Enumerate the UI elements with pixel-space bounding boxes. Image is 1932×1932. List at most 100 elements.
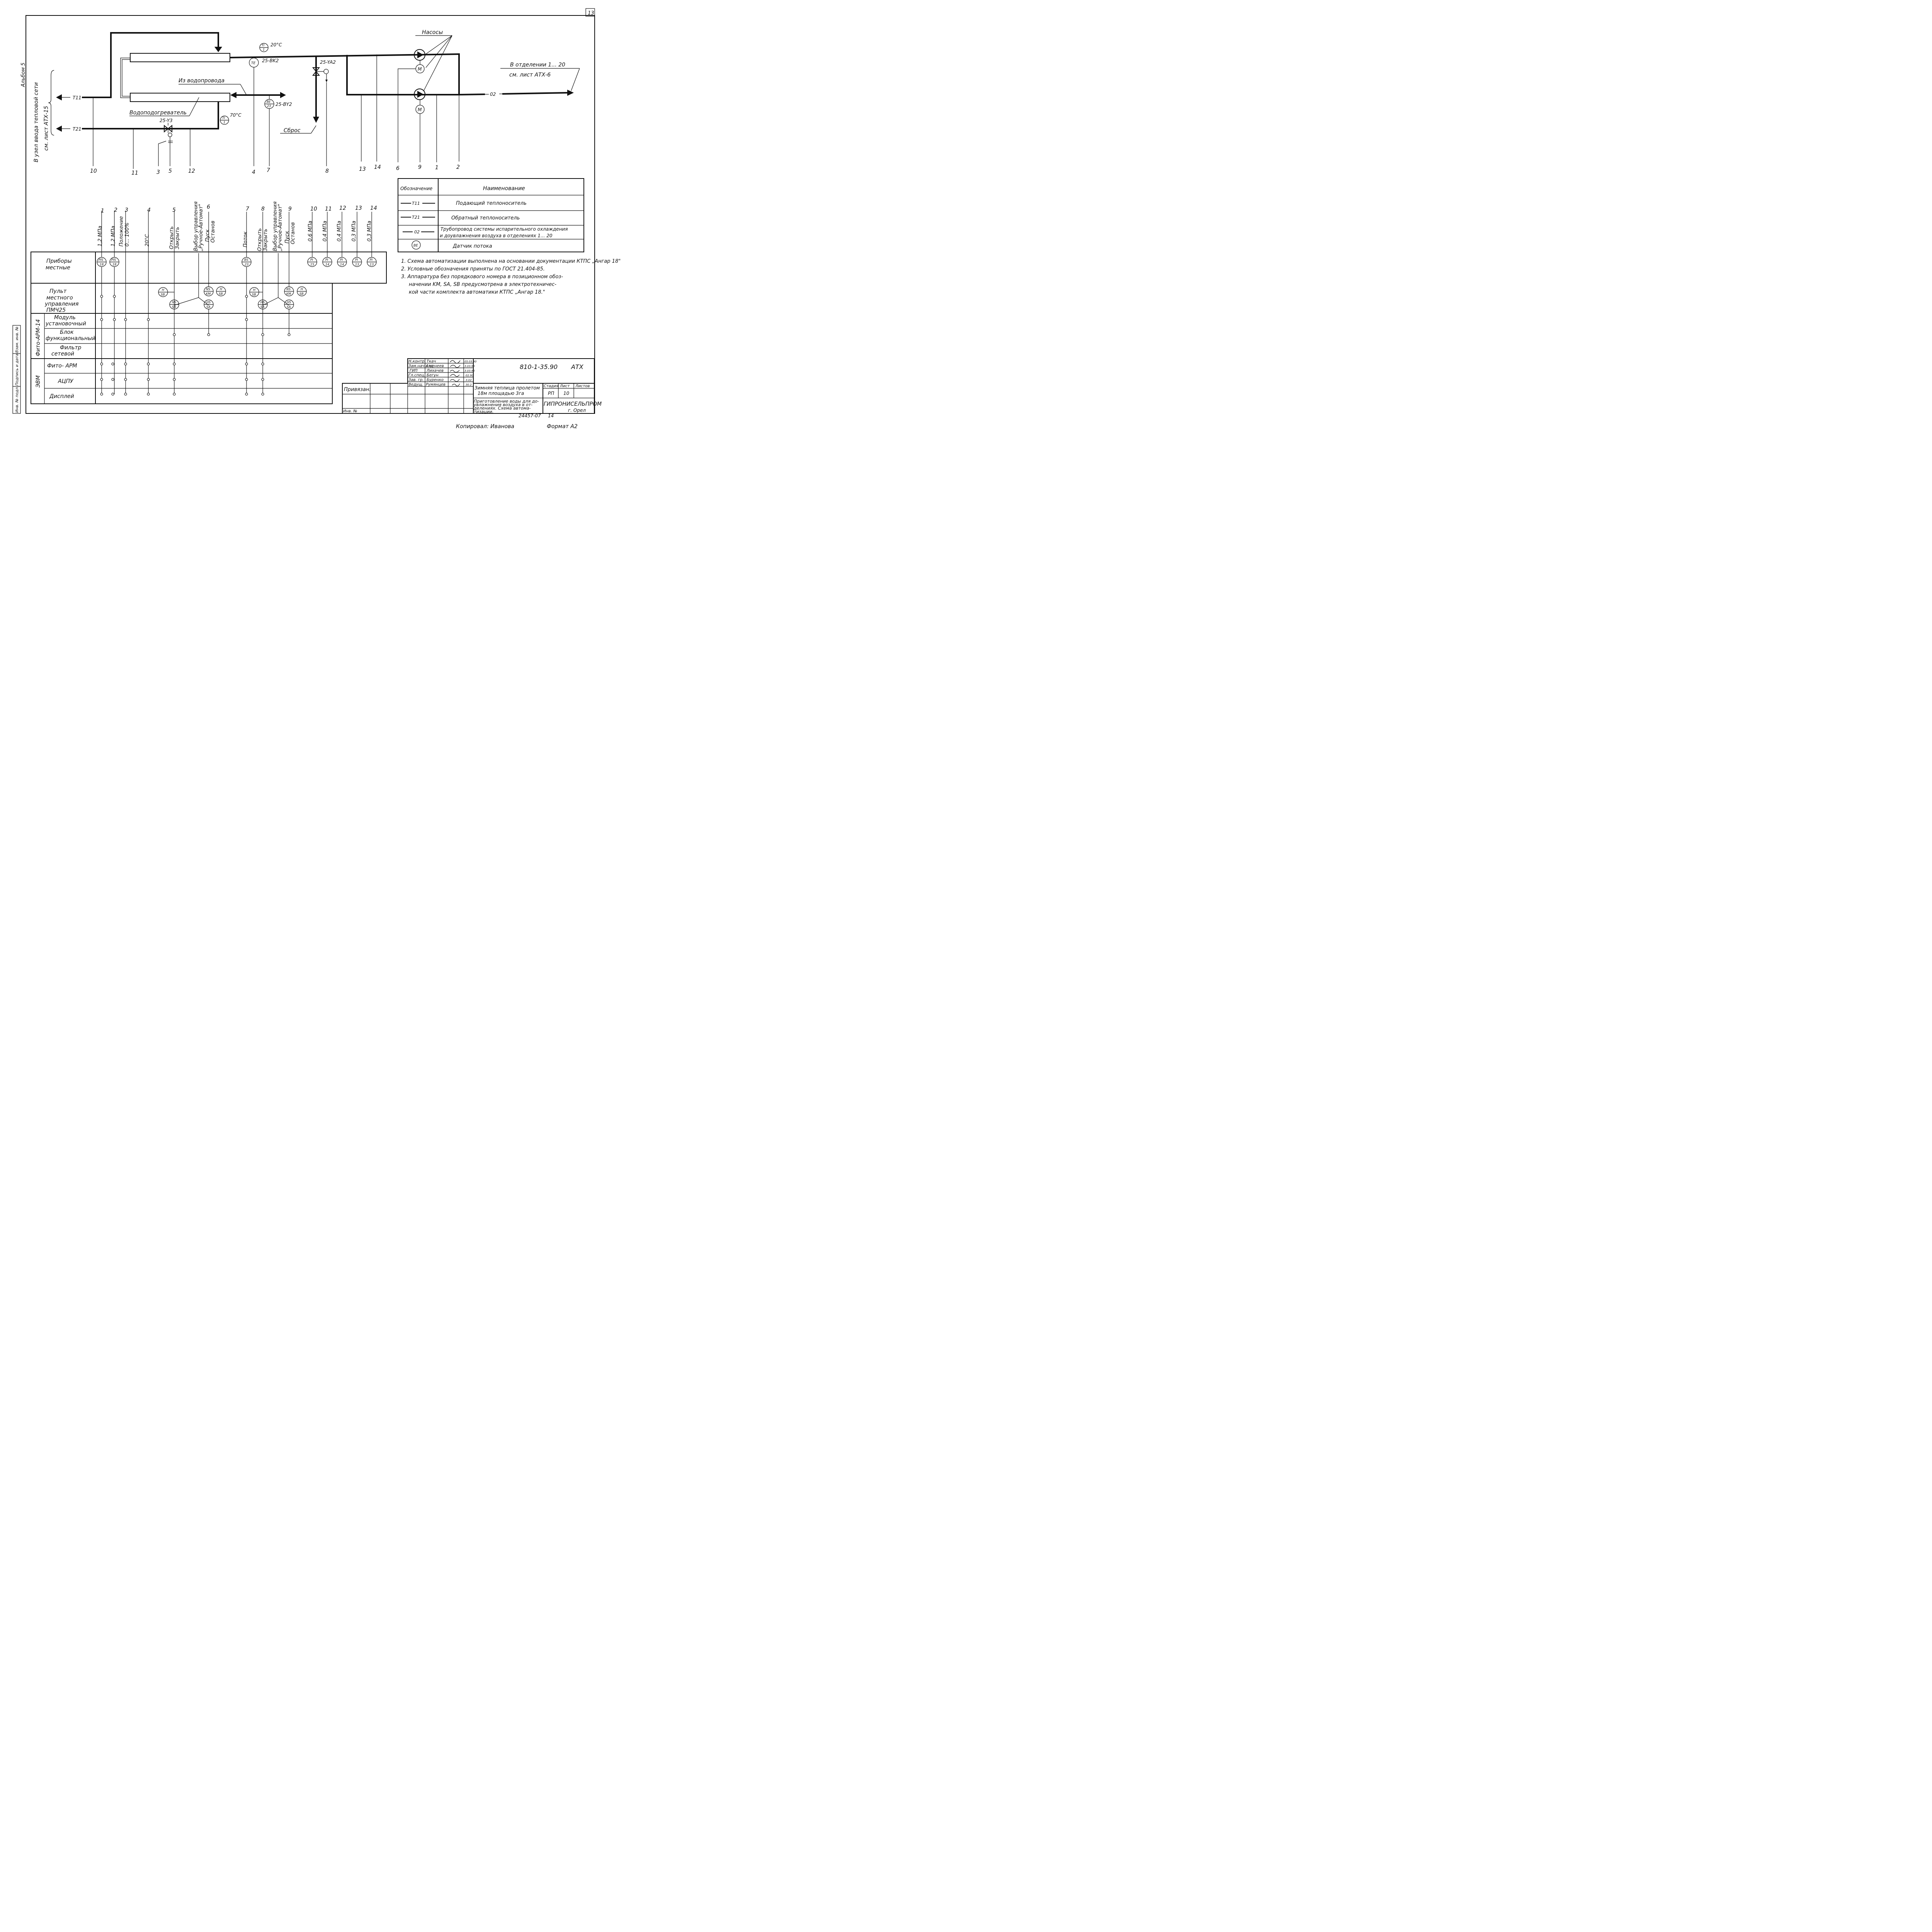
svg-text:H: H	[162, 288, 164, 292]
svg-text:4: 4	[252, 169, 255, 175]
stamp-replace: Взам. инв. №	[15, 327, 19, 353]
svg-text:0,3 МПа: 0,3 МПа	[367, 221, 372, 242]
svg-text:7: 7	[246, 206, 249, 212]
to-sections-2: см. лист АТХ-6	[509, 72, 551, 78]
svg-text:1: 1	[263, 48, 265, 51]
svg-text:14: 14	[340, 263, 344, 266]
svg-text:Т21: Т21	[412, 215, 420, 220]
automation-drawing: 13 Альбом 5 Инв. № подл. Подпись и дата …	[12, 8, 621, 430]
svg-text:местные: местные	[46, 265, 70, 271]
svg-text:Бегун: Бегун	[427, 373, 439, 378]
svg-text:SA: SA	[172, 305, 176, 309]
svg-text:Румянцев: Румянцев	[426, 383, 446, 387]
svg-text:9: 9	[418, 164, 422, 170]
designation: 810-1-35.90	[520, 363, 558, 371]
svg-text:05.03.90: 05.03.90	[464, 360, 477, 363]
svg-text:1,2 МПа: 1,2 МПа	[97, 226, 103, 247]
svg-text:10: 10	[310, 206, 317, 212]
svg-text:23: 23	[245, 263, 248, 266]
svg-text:Выбор управления: Выбор управления	[193, 201, 199, 251]
temp-out: 20°C	[270, 42, 282, 48]
svg-text:Положение: Положение	[119, 216, 124, 247]
svg-text:NS: NS	[206, 287, 210, 291]
pipe-02-label: 02	[490, 92, 496, 97]
valve-ya2	[312, 67, 320, 76]
t11-arrow	[56, 94, 62, 100]
impulse-lines	[93, 54, 459, 169]
svg-text:4: 4	[147, 207, 151, 213]
svg-text:KM: KM	[286, 292, 291, 296]
svg-text:H: H	[301, 287, 303, 291]
legend-name-pipe-1: Трубопровод системы испарительного охлаж…	[440, 226, 568, 232]
svg-text:02: 02	[414, 230, 420, 235]
svg-text:Открыть: Открыть	[257, 228, 263, 251]
project-title-2: 18м площадью 3га	[478, 391, 524, 396]
svg-text:3: 3	[156, 169, 160, 175]
svg-text:H: H	[220, 287, 222, 291]
svg-text:Фито- АРМ: Фито- АРМ	[47, 363, 77, 369]
svg-text:23: 23	[267, 104, 271, 108]
valve-y3-label: 25-Y3	[160, 118, 173, 123]
temp-return: 70°C	[230, 112, 242, 118]
svg-text:6: 6	[207, 204, 210, 210]
legend-table: Обозначение Наименование Т11 Подающий те…	[398, 178, 584, 252]
title-block	[342, 358, 595, 414]
svg-text:Буренко: Буренко	[427, 378, 444, 382]
svg-text:АЦПУ: АЦПУ	[58, 378, 74, 384]
svg-text:Зав. гр.: Зав. гр.	[408, 378, 424, 382]
valve-y3	[164, 124, 172, 133]
legend-header-name: Наименование	[483, 185, 525, 192]
svg-text:PI: PI	[340, 258, 343, 262]
t11-pipe	[82, 32, 219, 98]
svg-text:Ткач: Ткач	[427, 359, 436, 364]
paper-format: Формат А2	[547, 423, 578, 430]
svg-text:M: M	[418, 107, 422, 112]
svg-text:PIS: PIS	[111, 258, 116, 262]
svg-text:Приборы: Приборы	[46, 258, 72, 264]
svg-text:TI: TI	[222, 116, 225, 120]
side-brace	[48, 70, 54, 136]
sheet-frame	[26, 15, 595, 414]
doc-code: АТХ	[571, 363, 584, 371]
svg-text:SB: SB	[219, 292, 223, 296]
side-note-2: см. лист АТХ-15	[43, 106, 49, 151]
svg-text:Пуск: Пуск	[284, 231, 290, 243]
legend-name-supply: Подающий теплоноситель	[456, 201, 527, 206]
water-supply-label: Из водопровода	[179, 78, 224, 84]
svg-text:5: 5	[172, 207, 176, 213]
svg-text:Останов: Останов	[210, 221, 216, 243]
to-sections-1: В отделении 1... 20	[510, 62, 565, 68]
svg-text:„Ручное-Автомат": „Ручное-Автомат"	[198, 204, 204, 252]
legend-header-code: Обозначение	[400, 186, 432, 191]
svg-text:BE: BE	[413, 244, 418, 248]
svg-text:18: 18	[112, 263, 116, 266]
svg-text:SA: SA	[260, 305, 265, 309]
svg-text:11: 11	[131, 170, 138, 176]
svg-text:0,3 МПа: 0,3 МПа	[351, 221, 357, 242]
svg-text:Открыть: Открыть	[169, 226, 175, 249]
svg-text:KM: KM	[206, 292, 211, 296]
stamp-inv-orig: Инв. № подл.	[15, 386, 19, 413]
legend-name-flow: Датчик потока	[452, 243, 492, 249]
signatures	[450, 360, 461, 386]
svg-text:BE: BE	[267, 100, 271, 104]
svg-text:13: 13	[370, 263, 374, 266]
svg-text:Пульт: Пульт	[49, 288, 67, 294]
svg-text:3: 3	[125, 207, 128, 213]
svg-text:функциональный: функциональный	[46, 335, 95, 342]
svg-text:кой части комплекта автоматики: кой части комплекта автоматики КТПС „Анг…	[409, 289, 545, 295]
svg-text:ПМЧ25: ПМЧ25	[46, 307, 66, 313]
svg-text:Фильтр: Фильтр	[60, 345, 82, 351]
svg-text:начении KM, SA, SB предусмотре: начении KM, SA, SB предусмотрена в элект…	[409, 282, 556, 287]
copied-by: Копировал: Иванова	[456, 423, 514, 430]
svg-text:30.2: 30.2	[466, 383, 472, 386]
svg-text:Фито-АРМ-14: Фито-АРМ-14	[35, 319, 41, 356]
svg-text:ГИП: ГИП	[410, 369, 418, 373]
svg-text:HS: HS	[206, 301, 211, 304]
svg-text:8: 8	[325, 168, 329, 174]
svg-text:Пуск: Пуск	[205, 229, 211, 242]
svg-text:7: 7	[267, 167, 270, 173]
svg-text:ЭВМ: ЭВМ	[35, 376, 41, 388]
sheet-value: 10	[563, 391, 570, 396]
